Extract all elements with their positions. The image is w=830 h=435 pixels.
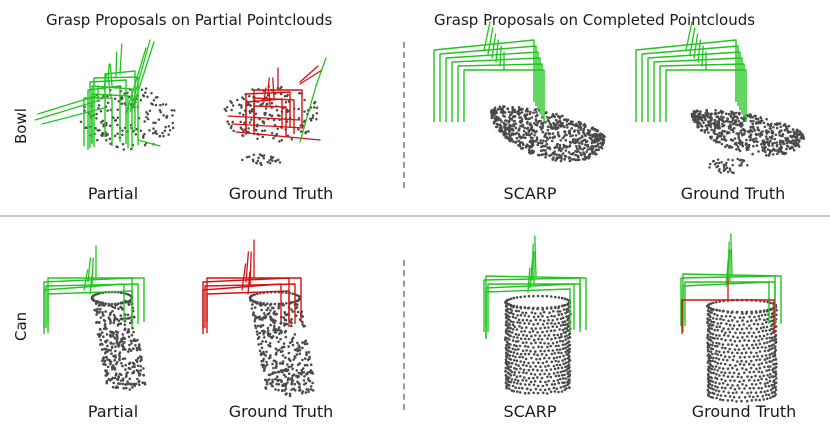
cloud-can-gt-partial [248,290,315,398]
vertical-divider-bottom [403,260,405,410]
cloud-bowl-gt-completed [690,108,806,157]
caption-can-ground-truth-completed: Ground Truth [691,402,797,421]
grasp-bowl-partial-extra [34,39,161,147]
grasp-can-gt-partial [202,239,302,334]
grasp-can-partial [43,245,145,334]
grasp-bowl-gt-completed [635,21,747,122]
header-partial: Grasp Proposals on Partial Pointclouds [46,11,333,29]
cloud-bowl-scarp [490,105,606,163]
grasp-bowl-gt-partial [245,67,303,137]
point-clouds [79,85,806,403]
caption-can-ground-truth-partial: Ground Truth [228,402,334,421]
cloud-bowl-gt-completed-chunk [708,157,749,175]
caption-can-partial: Partial [87,402,139,421]
grasp-can-gt-completed [680,233,782,332]
header-completed: Grasp Proposals on Completed Pointclouds [434,11,756,29]
caption-bowl-ground-truth-completed: Ground Truth [680,184,786,203]
grasp-can-gt-completed-red [681,277,775,334]
caption-bowl-partial: Partial [87,184,139,203]
cloud-can-partial [90,290,147,391]
grasp-can-scarp [483,235,587,339]
horizontal-divider [0,215,830,217]
caption-can-scarp: SCARP [503,402,557,421]
cloud-can-scarp [504,294,572,395]
vertical-divider-top [403,42,405,188]
cloud-can-gt-completed [706,298,778,403]
grasp-bowl-scarp [433,21,545,122]
caption-bowl-scarp: SCARP [503,184,557,203]
cloud-bowl-gt-partial [223,85,319,143]
cloud-bowl-gt-partial-chunk [241,153,282,167]
caption-bowl-ground-truth-partial: Ground Truth [228,184,334,203]
grasp-bowl-gt-partial-extra [227,57,327,143]
grasp-proposals [34,21,782,339]
